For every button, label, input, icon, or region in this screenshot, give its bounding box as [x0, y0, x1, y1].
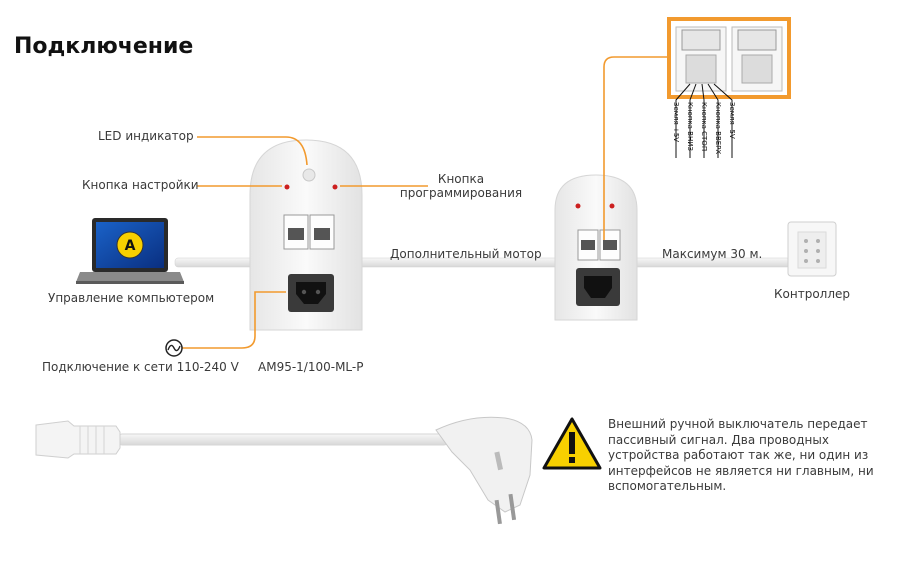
led-indicator-icon: [302, 168, 316, 182]
led-indicator-label: LED индикатор: [98, 129, 194, 143]
rj-jack-zoom: [667, 17, 791, 99]
wire-label: Кнопка ВВЕРХ: [714, 102, 722, 154]
laptop-badge: A: [125, 238, 136, 254]
program-button-icon: [332, 184, 338, 190]
controller-device: [787, 221, 837, 277]
power-symbol-icon: [165, 339, 183, 357]
laptop-icon: [76, 218, 184, 284]
wire-label: Земля -5V: [728, 102, 736, 139]
secondary-motor-device: [554, 174, 638, 321]
wire-label: Кнопка ВНИЗ: [686, 102, 694, 151]
program-button-label: Кнопка программирования: [399, 172, 523, 200]
page-title: Подключение: [14, 34, 194, 59]
computer-control-label: Управление компьютером: [48, 291, 215, 305]
wire-label: Кнопка СТОП: [700, 102, 708, 151]
wire-label: Земля +5V: [672, 102, 680, 142]
warning-icon: [542, 417, 602, 470]
setup-button-icon: [284, 184, 290, 190]
controller-label: Контроллер: [774, 287, 850, 301]
power-connection-label: Подключение к сети 110-240 V: [42, 360, 239, 374]
main-device: [249, 139, 363, 331]
extra-motor-label: Дополнительный мотор: [390, 247, 542, 261]
power-cable: [35, 416, 533, 525]
model-label: AM95-1/100-ML-P: [258, 360, 364, 374]
warning-note: Внешний ручной выключатель передает пасс…: [608, 417, 874, 493]
callout-lines: [182, 56, 667, 349]
setup-button-label: Кнопка настройки: [82, 178, 199, 192]
max-distance-label: Максимум 30 м.: [662, 247, 763, 261]
wire-bundle: [675, 83, 733, 158]
